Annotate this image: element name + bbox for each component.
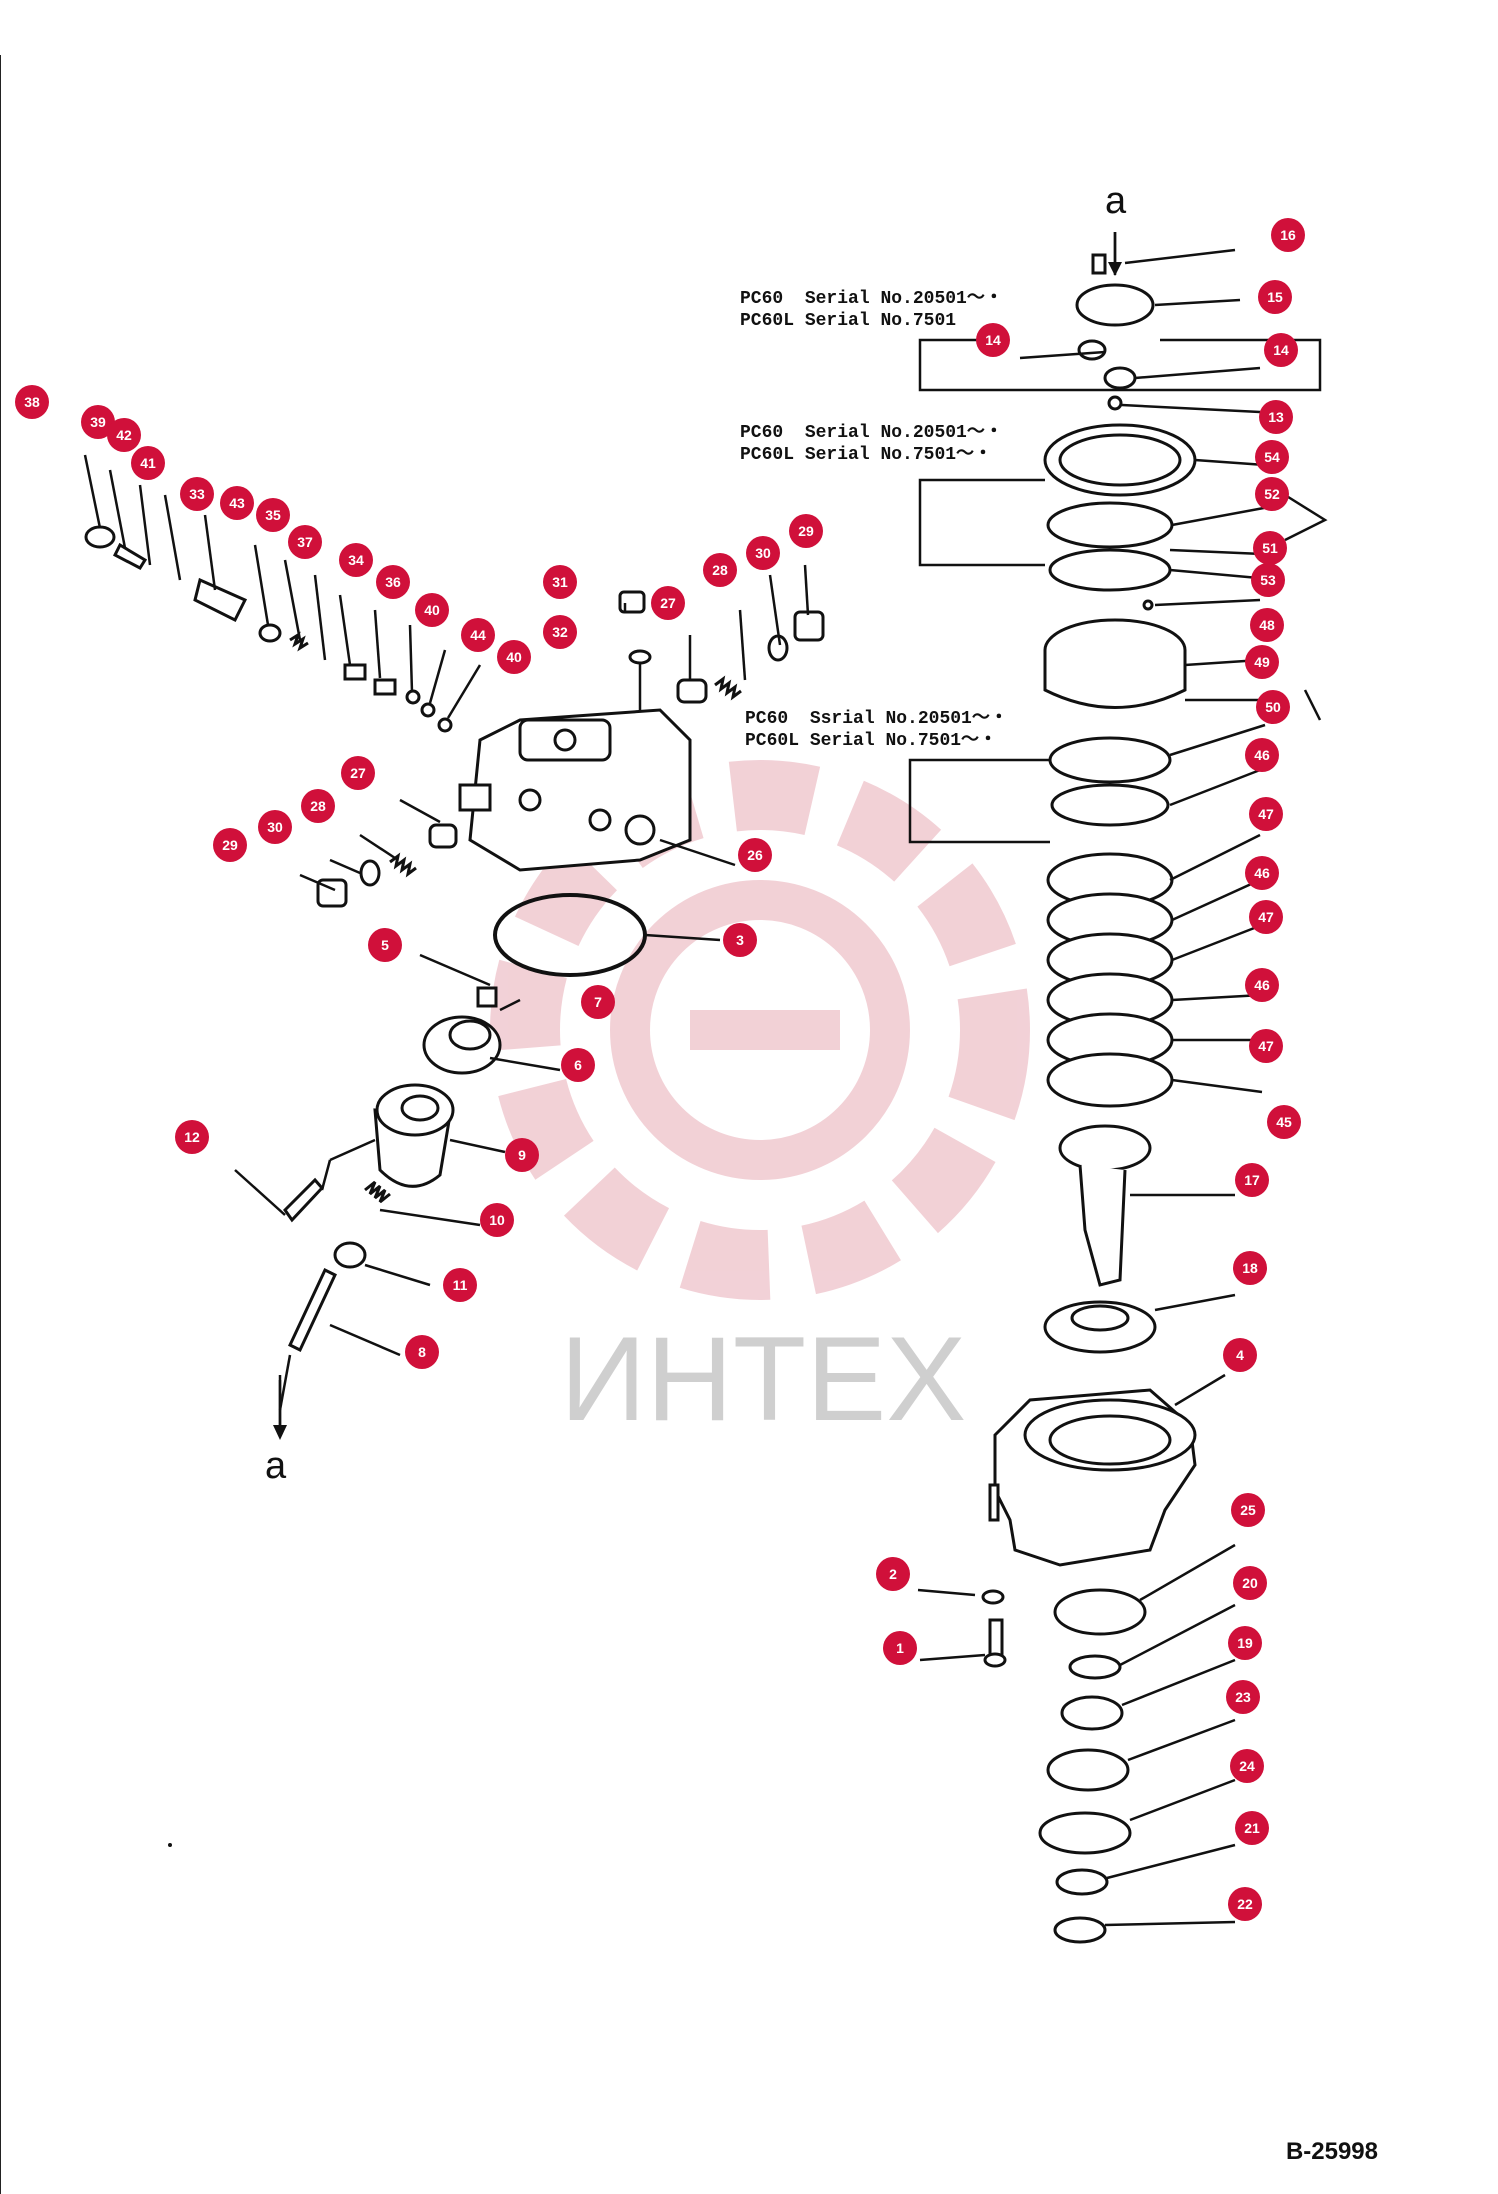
callout-26[interactable]: 26 xyxy=(738,838,772,872)
callout-34[interactable]: 34 xyxy=(339,543,373,577)
callout-22[interactable]: 22 xyxy=(1228,1887,1262,1921)
callout-42[interactable]: 42 xyxy=(107,418,141,452)
callout-17[interactable]: 17 xyxy=(1235,1163,1269,1197)
callout-52[interactable]: 52 xyxy=(1255,477,1289,511)
callout-33[interactable]: 33 xyxy=(180,477,214,511)
callout-13[interactable]: 13 xyxy=(1259,400,1293,434)
callout-24[interactable]: 24 xyxy=(1230,1749,1264,1783)
callout-14-left[interactable]: 14 xyxy=(976,323,1010,357)
callout-27-left[interactable]: 27 xyxy=(341,756,375,790)
callout-3[interactable]: 3 xyxy=(723,923,757,957)
callout-7[interactable]: 7 xyxy=(581,985,615,1019)
drawing-code: B-25998 xyxy=(1285,2138,1378,2165)
callout-20[interactable]: 20 xyxy=(1233,1566,1267,1600)
spring-10 xyxy=(364,1180,391,1204)
arrow-label-top: a xyxy=(1105,180,1127,222)
callout-47-c[interactable]: 47 xyxy=(1249,1029,1283,1063)
callout-19[interactable]: 19 xyxy=(1228,1626,1262,1660)
callout-51[interactable]: 51 xyxy=(1253,531,1287,565)
callout-10[interactable]: 10 xyxy=(480,1203,514,1237)
callout-14-right[interactable]: 14 xyxy=(1264,333,1298,367)
callout-49[interactable]: 49 xyxy=(1245,645,1279,679)
callout-46-a[interactable]: 46 xyxy=(1245,738,1279,772)
callout-40-a[interactable]: 40 xyxy=(415,593,449,627)
callout-54[interactable]: 54 xyxy=(1255,440,1289,474)
callout-29-left[interactable]: 29 xyxy=(213,828,247,862)
serial-note-3: PC60 Serial No.20501～・ xyxy=(740,423,1003,443)
serial-note-1: PC60 Serial No.20501～・ xyxy=(740,289,1003,309)
callout-30-left[interactable]: 30 xyxy=(258,810,292,844)
callout-9[interactable]: 9 xyxy=(505,1138,539,1172)
callout-23[interactable]: 23 xyxy=(1226,1680,1260,1714)
callout-31[interactable]: 31 xyxy=(543,565,577,599)
callout-32[interactable]: 32 xyxy=(543,615,577,649)
callout-37[interactable]: 37 xyxy=(288,525,322,559)
serial-note-2: PC60L Serial No.7501 xyxy=(740,311,957,331)
callout-46-c[interactable]: 46 xyxy=(1245,968,1279,1002)
serial-note-6: PC60L Serial No.7501～・ xyxy=(745,731,998,751)
callout-18[interactable]: 18 xyxy=(1233,1251,1267,1285)
callout-15[interactable]: 15 xyxy=(1258,280,1292,314)
callout-28-top[interactable]: 28 xyxy=(703,553,737,587)
callout-2[interactable]: 2 xyxy=(876,1557,910,1591)
relief-valve-parts xyxy=(84,525,453,733)
collar-11 xyxy=(333,1241,367,1269)
shaft-8 xyxy=(288,1267,337,1353)
callout-29-top[interactable]: 29 xyxy=(789,514,823,548)
callout-28-left[interactable]: 28 xyxy=(301,789,335,823)
callout-43[interactable]: 43 xyxy=(220,486,254,520)
callout-12[interactable]: 12 xyxy=(175,1120,209,1154)
callout-30-top[interactable]: 30 xyxy=(746,536,780,570)
serial-note-5: PC60 Ssrial No.20501～・ xyxy=(745,709,1008,729)
callout-47-a[interactable]: 47 xyxy=(1249,797,1283,831)
callout-48[interactable]: 48 xyxy=(1250,608,1284,642)
callout-38[interactable]: 38 xyxy=(15,385,49,419)
pin-12 xyxy=(283,1177,325,1223)
callout-4[interactable]: 4 xyxy=(1223,1338,1257,1372)
callout-11[interactable]: 11 xyxy=(443,1268,477,1302)
callout-50[interactable]: 50 xyxy=(1256,690,1290,724)
callout-25[interactable]: 25 xyxy=(1231,1493,1265,1527)
callout-44[interactable]: 44 xyxy=(461,618,495,652)
leader-lines xyxy=(83,232,1286,1927)
callout-1[interactable]: 1 xyxy=(883,1631,917,1665)
brake-stack xyxy=(981,253,1197,1944)
serial-note-4: PC60L Serial No.7501～・ xyxy=(740,445,993,465)
callout-46-b[interactable]: 46 xyxy=(1245,856,1279,890)
valve-block xyxy=(458,708,692,872)
callout-47-b[interactable]: 47 xyxy=(1249,900,1283,934)
watermark-gear-icon xyxy=(490,760,1030,1300)
arrow-label-bottom: a xyxy=(265,1445,287,1487)
callout-27-top[interactable]: 27 xyxy=(651,586,685,620)
callout-40-b[interactable]: 40 xyxy=(497,640,531,674)
callout-45[interactable]: 45 xyxy=(1267,1105,1301,1139)
cylinder-block-9 xyxy=(373,1083,455,1188)
callout-6[interactable]: 6 xyxy=(561,1048,595,1082)
callout-8[interactable]: 8 xyxy=(405,1335,439,1369)
callout-21[interactable]: 21 xyxy=(1235,1811,1269,1845)
callout-16[interactable]: 16 xyxy=(1271,218,1305,252)
callout-53[interactable]: 53 xyxy=(1251,563,1285,597)
callout-5[interactable]: 5 xyxy=(368,928,402,962)
valve-plate-6 xyxy=(422,1015,502,1075)
check-valve-parts xyxy=(316,590,825,908)
callout-36[interactable]: 36 xyxy=(376,565,410,599)
callout-41[interactable]: 41 xyxy=(131,446,165,480)
watermark-text: ИНТЕХ xyxy=(560,1312,966,1446)
callout-35[interactable]: 35 xyxy=(256,498,290,532)
